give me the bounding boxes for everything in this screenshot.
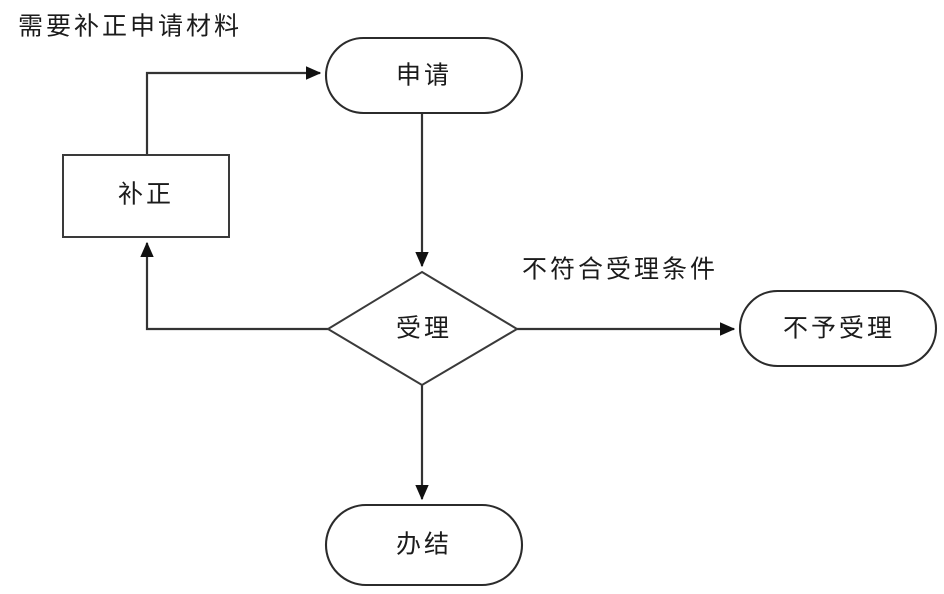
node-correct-shape (62, 154, 230, 238)
node-complete[interactable]: 办结 (324, 503, 524, 587)
node-apply-shape (324, 36, 524, 115)
edge-label-accept-to-reject: 不符合受理条件 (522, 255, 718, 284)
diagram-title-label: 需要补正申请材料 (18, 12, 242, 41)
node-correct[interactable]: 补正 (62, 154, 230, 238)
node-reject[interactable]: 不予受理 (738, 289, 938, 368)
node-complete-shape (324, 503, 524, 587)
node-complete-label: 办结 (396, 530, 452, 559)
node-accept-label: 受理 (396, 314, 452, 343)
node-apply-label: 申请 (396, 61, 452, 90)
node-reject-shape (738, 289, 938, 368)
node-accept-shape (326, 270, 519, 387)
node-apply[interactable]: 申请 (324, 36, 524, 115)
edge-correct-to-apply (145, 66, 322, 155)
node-correct-label: 补正 (118, 180, 174, 209)
node-accept[interactable]: 受理 (326, 270, 519, 387)
node-reject-label: 不予受理 (783, 314, 895, 343)
edge-accept-to-correct (140, 241, 328, 331)
